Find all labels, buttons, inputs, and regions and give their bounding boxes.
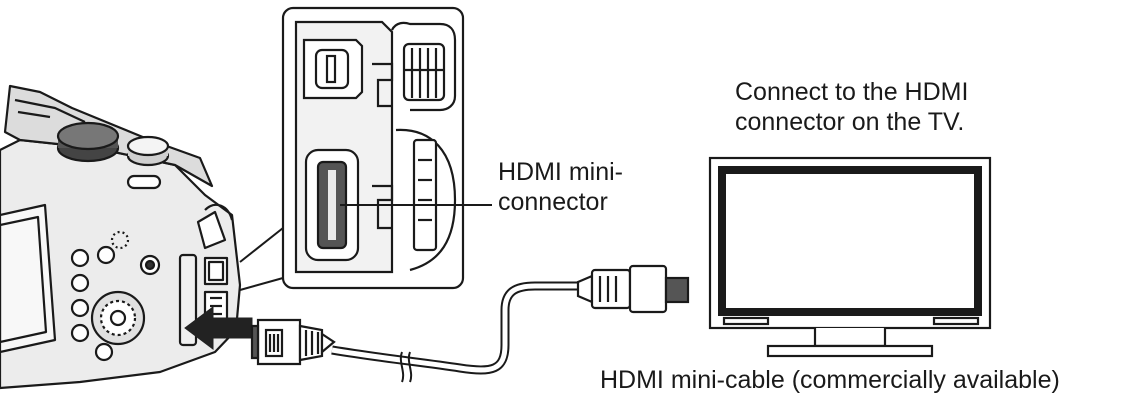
tv-connector-label-line2: connector on the TV. [735, 108, 965, 136]
mini-connector-label-line2: connector [498, 188, 608, 216]
cable-label: HDMI mini-cable (commercially available) [600, 366, 1060, 394]
mini-connector-label: HDMI mini- connector [498, 157, 623, 217]
camera-icon [0, 84, 242, 390]
mini-connector-label-line1: HDMI mini- [498, 158, 623, 186]
tv-connector-label-line1: Connect to the HDMI [735, 78, 969, 106]
port-detail-inset [281, 6, 465, 290]
hdmi-cable-icon [250, 264, 690, 383]
callout-wedge [239, 227, 284, 291]
tv-icon [708, 156, 992, 358]
tv-connector-label: Connect to the HDMI connector on the TV. [735, 77, 968, 137]
insert-arrow-icon [184, 306, 253, 350]
